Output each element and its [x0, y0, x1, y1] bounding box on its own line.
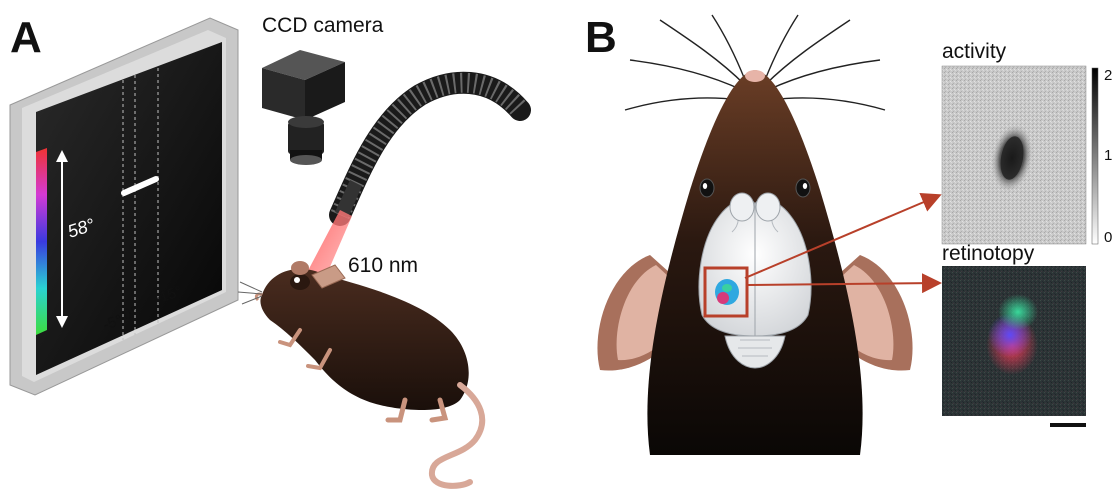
scale-bar	[1050, 423, 1086, 427]
elevation-colorbar	[36, 148, 47, 335]
colorbar-tick-2: 2	[1104, 67, 1112, 84]
mouse-top-view	[597, 70, 912, 455]
light-guide	[335, 83, 520, 218]
mouse-side-view	[238, 261, 482, 486]
colorbar-tick-1: 1	[1104, 147, 1112, 164]
activity-map	[942, 66, 1086, 244]
panel-b-letter: B	[585, 13, 617, 62]
camera-label: CCD camera	[262, 14, 384, 37]
wavelength-label: 610 nm	[348, 254, 418, 277]
stimulus-monitor: 58°	[10, 18, 238, 395]
colorbar-tick-0: 0	[1104, 229, 1112, 246]
retinotopy-title: retinotopy	[942, 242, 1035, 265]
ccd-camera	[262, 50, 345, 165]
retinotopy-map	[942, 266, 1086, 416]
panel-a-letter: A	[10, 13, 42, 62]
activity-title: activity	[942, 40, 1007, 63]
activity-colorbar	[1092, 68, 1098, 244]
